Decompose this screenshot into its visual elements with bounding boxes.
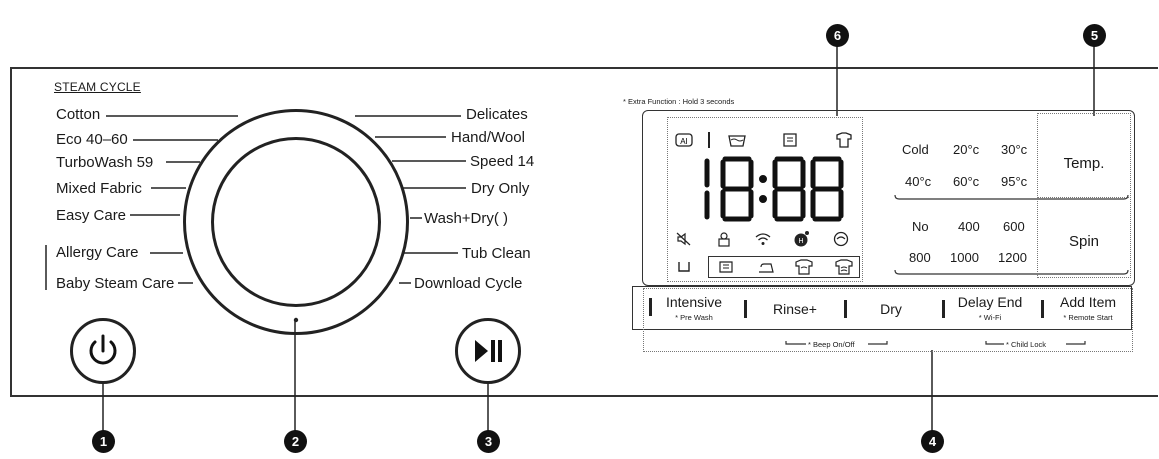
ai-icon: AI — [675, 133, 693, 150]
cycle-hand-wool: Hand/Wool — [451, 129, 525, 146]
spin-600: 600 — [1003, 219, 1025, 234]
tub-clean-icon — [833, 231, 849, 250]
mute-icon — [676, 232, 692, 249]
temp-spin-divider — [1037, 197, 1131, 199]
time-display — [704, 156, 844, 222]
cycle-speed-14: Speed 14 — [470, 153, 535, 170]
intensive-sub: * Pre Wash — [675, 313, 713, 322]
svg-text:H: H — [798, 238, 803, 245]
spin-button[interactable]: Spin — [1068, 233, 1100, 250]
temp-60: 60°c — [953, 174, 980, 189]
indicator-bar — [1041, 300, 1044, 318]
callout-2: 2 — [284, 430, 307, 453]
icon-divider — [708, 132, 710, 148]
callout-3: 3 — [477, 430, 500, 453]
indicator-bar — [844, 300, 847, 318]
display-indicator-region — [667, 117, 863, 282]
add-item-button[interactable]: Add Item — [1059, 294, 1117, 310]
cycle-mixed-fabric: Mixed Fabric — [56, 180, 142, 197]
dry-shirt-icon-3 — [833, 259, 855, 278]
cycle-wash-dry: Wash+Dry( ) — [424, 210, 509, 227]
play-pause-icon — [475, 340, 502, 362]
cycle-download-cycle: Download Cycle — [414, 275, 523, 292]
temp-button[interactable]: Temp. — [1063, 155, 1105, 172]
spin-1200: 1200 — [998, 250, 1027, 265]
add-item-sub: * Remote Start — [1063, 313, 1113, 322]
beep-note: * Beep On/Off — [808, 340, 855, 349]
start-pause-button[interactable] — [455, 318, 521, 384]
spin-800: 800 — [909, 250, 931, 265]
option-buttons-row — [632, 286, 1132, 330]
door-lock-icon — [676, 260, 692, 277]
iron-icon — [756, 260, 776, 277]
temp-cold: Cold — [902, 142, 929, 157]
callout-4: 4 — [921, 430, 944, 453]
temp-spin-region — [1037, 113, 1131, 278]
program-knob[interactable] — [183, 109, 409, 335]
cycle-delicates: Delicates — [466, 106, 528, 123]
dry-shirt-icon-2 — [793, 259, 815, 278]
cycle-cotton: Cotton — [56, 106, 101, 123]
program-knob-center[interactable] — [211, 137, 381, 307]
steam-icon: H — [793, 230, 811, 251]
spin-shirt-icon — [834, 132, 854, 151]
temp-30: 30°c — [1001, 142, 1028, 157]
spin-no: No — [912, 219, 929, 234]
indicator-bar — [744, 300, 747, 318]
delay-end-sub: * Wi-Fi — [978, 313, 1002, 322]
indicator-bar — [942, 300, 945, 318]
dry-button[interactable]: Dry — [880, 301, 902, 317]
child-lock-icon — [716, 231, 732, 250]
rinse-plus-button[interactable]: Rinse+ — [773, 301, 817, 317]
cycle-eco-40-60: Eco 40–60 — [56, 131, 128, 148]
rinse-icon — [780, 132, 800, 151]
cycle-tub-clean: Tub Clean — [462, 245, 531, 262]
callout-6: 6 — [826, 24, 849, 47]
temp-40: 40°c — [905, 174, 932, 189]
spin-400: 400 — [958, 219, 980, 234]
cycle-turbowash-59: TurboWash 59 — [56, 154, 154, 171]
option-buttons-region — [643, 288, 1133, 352]
delay-end-button[interactable]: Delay End — [957, 294, 1023, 310]
wash-icon — [727, 133, 747, 150]
cycle-easy-care: Easy Care — [56, 207, 127, 224]
dry-options-box — [708, 256, 860, 278]
control-panel — [10, 67, 1158, 397]
power-icon — [89, 334, 117, 365]
spin-1000: 1000 — [950, 250, 979, 265]
extra-function-note: * Extra Function : Hold 3 seconds — [623, 97, 735, 106]
intensive-button[interactable]: Intensive — [665, 294, 723, 310]
cycle-dry-only: Dry Only — [471, 180, 530, 197]
temp-95: 95°c — [1001, 174, 1028, 189]
wifi-icon — [754, 232, 772, 249]
svg-text:AI: AI — [680, 137, 688, 146]
callout-1: 1 — [92, 430, 115, 453]
display-frame — [642, 110, 1135, 286]
power-button[interactable] — [70, 318, 136, 384]
indicator-bar — [649, 298, 652, 316]
callout-5: 5 — [1083, 24, 1106, 47]
cycle-allergy-care: Allergy Care — [56, 244, 139, 261]
cycle-baby-steam-care: Baby Steam Care — [56, 275, 175, 292]
temp-20: 20°c — [953, 142, 980, 157]
child-lock-note: * Child Lock — [1006, 340, 1047, 349]
steam-cycle-title: STEAM CYCLE — [54, 80, 141, 94]
dry-shirt-icon-1 — [716, 260, 736, 277]
